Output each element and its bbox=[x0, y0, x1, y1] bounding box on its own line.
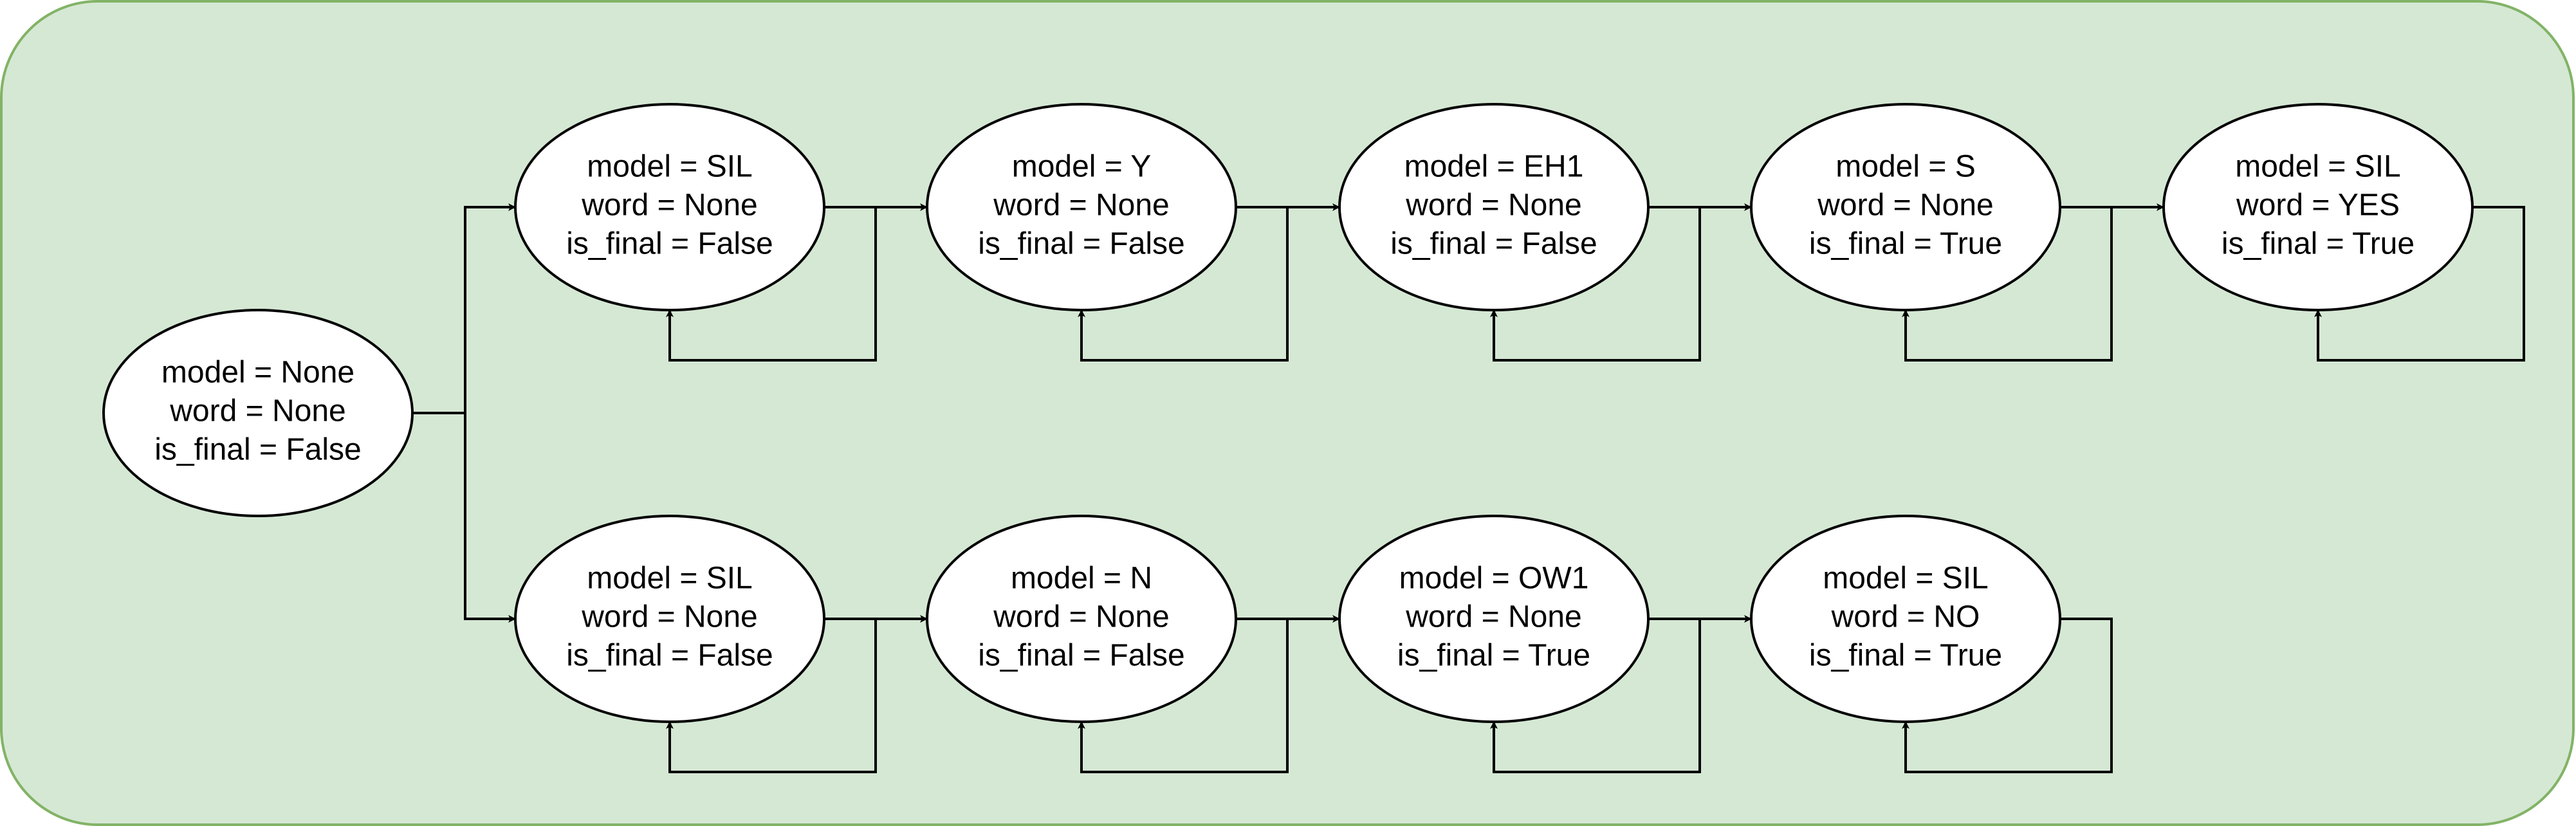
state-ellipse bbox=[1338, 103, 1650, 311]
state-model-label: model = SIL bbox=[587, 562, 752, 596]
state-model-label: model = S bbox=[1835, 150, 1975, 184]
state-model-label: model = OW1 bbox=[1399, 562, 1589, 596]
state-ellipse bbox=[2162, 103, 2474, 311]
yes-path-state-node: model = EH1 word = None is_final = False bbox=[1338, 103, 1650, 311]
no-path-state-node: model = SIL word = None is_final = False bbox=[514, 515, 825, 723]
no-path-self-loop bbox=[1902, 618, 2113, 773]
state-word-label: word = NO bbox=[1831, 600, 1980, 634]
no-path-state-node: model = N word = None is_final = False bbox=[926, 515, 1237, 723]
state-model-label: model = SIL bbox=[1823, 562, 1988, 596]
no-path-state-node: model = OW1 word = None is_final = True bbox=[1338, 515, 1650, 723]
state-is-final-label: is_final = False bbox=[566, 227, 773, 261]
state-is-final-label: is_final = False bbox=[1390, 227, 1597, 261]
state-model-label: model = SIL bbox=[2235, 150, 2400, 184]
state-word-label: word = None bbox=[581, 188, 758, 223]
state-is-final-label: is_final = False bbox=[566, 639, 773, 673]
state-is-final-label: is_final = True bbox=[1397, 639, 1590, 673]
no-path-state-node: model = SIL word = NO is_final = True bbox=[1750, 515, 2061, 723]
branch-arrow-yes bbox=[464, 203, 516, 413]
state-word-label: word = None bbox=[1817, 188, 1994, 223]
state-model-label: model = EH1 bbox=[1404, 150, 1584, 184]
yes-path-self-loop bbox=[2314, 206, 2525, 362]
state-is-final-label: is_final = True bbox=[2222, 227, 2415, 261]
yes-path-state-node: model = SIL word = None is_final = False bbox=[514, 103, 825, 311]
state-ellipse bbox=[926, 515, 1237, 723]
state-model-label: model = SIL bbox=[587, 150, 752, 184]
state-model-label: model = N bbox=[1011, 562, 1152, 596]
state-ellipse bbox=[926, 103, 1237, 311]
transition-edges bbox=[412, 203, 2525, 773]
yes-path-state-node: model = SIL word = YES is_final = True bbox=[2162, 103, 2474, 311]
state-ellipse bbox=[1338, 515, 1650, 723]
state-is-final-label: is_final = False bbox=[978, 639, 1185, 673]
state-word-label: word = None bbox=[993, 188, 1170, 223]
state-word-label: word = YES bbox=[2236, 188, 2400, 223]
state-ellipse bbox=[514, 515, 825, 723]
state-is-final-label: is_final = False bbox=[154, 433, 362, 467]
state-ellipse bbox=[1750, 515, 2061, 723]
yes-path-state-node: model = Y word = None is_final = False bbox=[926, 103, 1237, 311]
state-word-label: word = None bbox=[169, 394, 346, 428]
start-state-node: model = None word = None is_final = False bbox=[102, 309, 414, 517]
state-model-label: model = None bbox=[161, 356, 354, 390]
state-is-final-label: is_final = False bbox=[978, 227, 1185, 261]
state-ellipse bbox=[514, 103, 825, 311]
state-model-label: model = Y bbox=[1012, 150, 1152, 184]
state-is-final-label: is_final = True bbox=[1809, 639, 2002, 673]
state-ellipse bbox=[102, 309, 414, 517]
branch-arrow-no bbox=[464, 413, 516, 623]
state-word-label: word = None bbox=[581, 600, 758, 634]
state-ellipse bbox=[1750, 103, 2061, 311]
state-is-final-label: is_final = True bbox=[1809, 227, 2002, 261]
state-word-label: word = None bbox=[993, 600, 1170, 634]
state-word-label: word = None bbox=[1405, 600, 1582, 634]
yes-path-state-node: model = S word = None is_final = True bbox=[1750, 103, 2061, 311]
state-word-label: word = None bbox=[1405, 188, 1582, 223]
